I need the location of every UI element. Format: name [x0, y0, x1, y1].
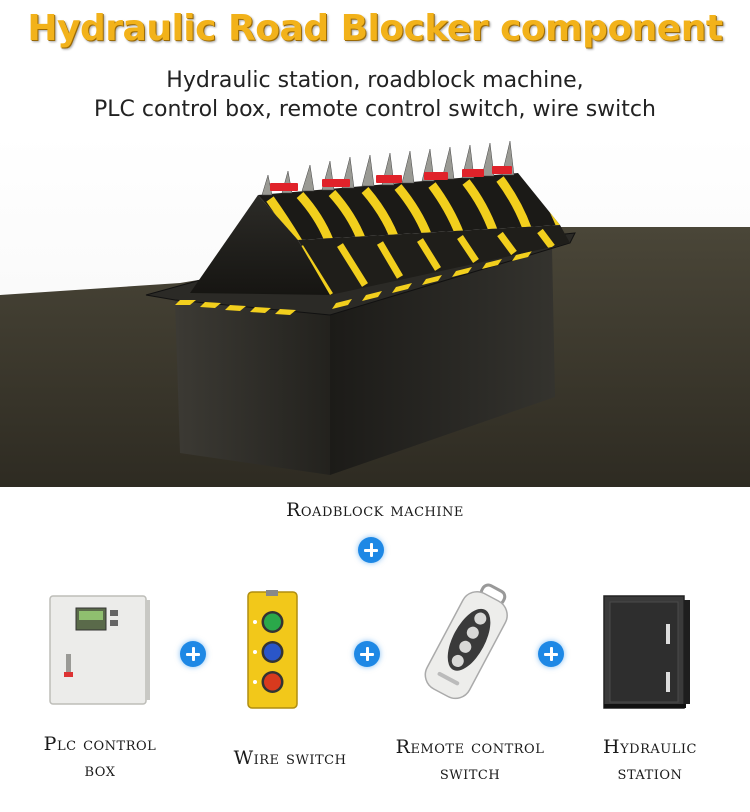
hydraulic-station-label: Hydraulic station: [575, 734, 725, 786]
page-title: Hydraulic Road Blocker component: [27, 8, 723, 49]
label-line-1: Plc control: [43, 733, 157, 755]
label-line-1: Wire switch: [233, 747, 347, 769]
plus-icon: [354, 641, 380, 667]
remote-control-image: [424, 583, 508, 700]
label-line-1: Hydraulic: [603, 736, 697, 758]
subtitle-line-1: Hydraulic station, roadblock machine,: [166, 68, 584, 93]
plc-control-box-label: Plc control box: [20, 731, 180, 783]
road-blocker-image: [0, 135, 750, 487]
plus-icon: [358, 537, 384, 563]
label-line-1: Remote control: [395, 736, 545, 758]
subtitle-line-2: PLC control box, remote control switch, …: [94, 97, 656, 122]
label-line-2: station: [617, 762, 683, 784]
label-line-2: box: [84, 759, 116, 781]
plc-control-box-image: [49, 595, 150, 705]
wire-switch-label: Wire switch: [205, 745, 375, 771]
plus-icon: [180, 641, 206, 667]
hydraulic-station-image: [603, 595, 690, 709]
wire-switch-image: [247, 590, 298, 709]
roadblock-machine-label: Roadblock machine: [286, 499, 464, 521]
remote-control-switch-label: Remote control switch: [370, 734, 570, 786]
plus-icon: [538, 641, 564, 667]
label-line-2: switch: [439, 762, 501, 784]
